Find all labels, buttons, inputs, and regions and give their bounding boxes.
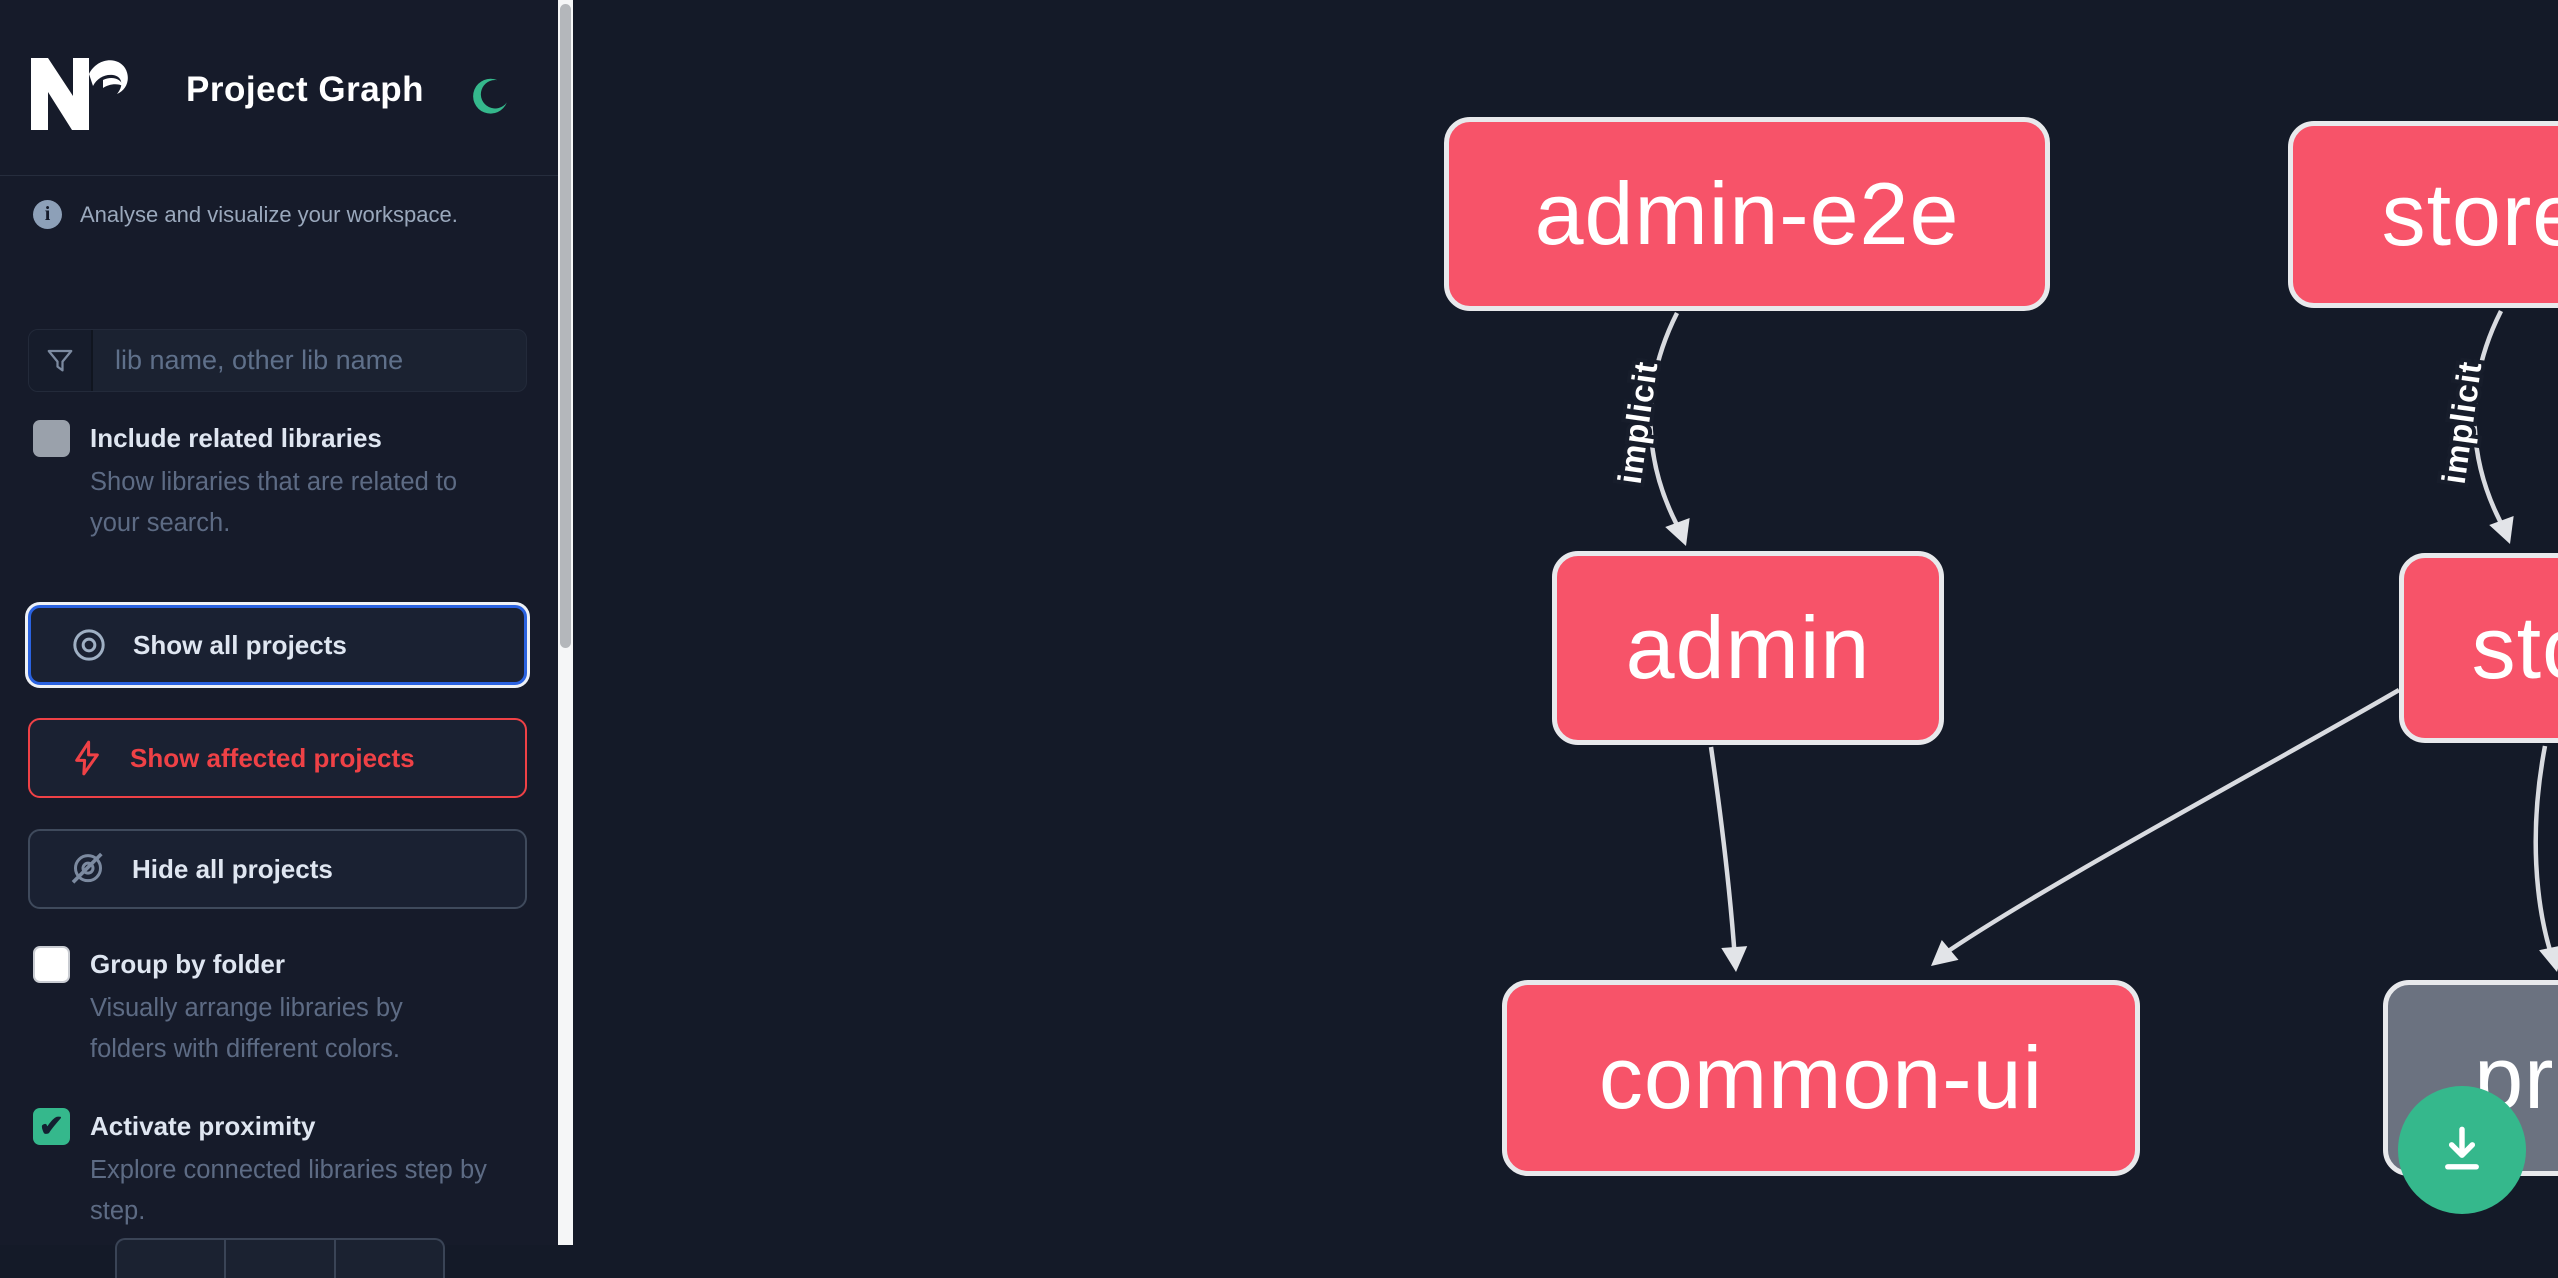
checkbox-group-by-folder[interactable]	[33, 946, 70, 983]
download-icon	[2431, 1119, 2493, 1181]
proximity-depth-control	[115, 1238, 445, 1278]
checkbox-include-related[interactable]	[33, 420, 70, 457]
toggle-description: Explore connected libraries step by step…	[90, 1150, 520, 1232]
eye-icon	[69, 625, 109, 665]
edge-store-common-ui	[1941, 690, 2399, 956]
eye-slash-icon	[68, 849, 108, 889]
info-icon: i	[33, 200, 62, 229]
button-label: Hide all projects	[132, 854, 333, 885]
nx-logo	[31, 56, 131, 132]
toggle-description: Show libraries that are related to your …	[90, 462, 502, 544]
hide-all-projects-button[interactable]: Hide all projects	[28, 829, 527, 909]
node-label: admin-e2e	[1535, 163, 1960, 265]
show-all-projects-button[interactable]: Show all projects	[28, 605, 527, 685]
sidebar-scrollbar-track[interactable]	[558, 0, 573, 1245]
arrowhead	[2539, 945, 2558, 975]
graph-canvas[interactable]: implicit implicit admin-e2e store-e2e ad…	[573, 0, 2558, 1245]
node-label: common-ui	[1599, 1027, 2043, 1129]
arrowhead	[1721, 946, 1749, 973]
proximity-decrement-button[interactable]	[117, 1240, 226, 1278]
tagline: Analyse and visualize your workspace.	[80, 202, 458, 228]
node-label: admin	[1626, 597, 1871, 699]
arrowhead	[2489, 516, 2522, 548]
edge-store-products	[2536, 746, 2553, 960]
graph-node-admin[interactable]: admin	[1552, 551, 1944, 745]
edge-label-implicit: implicit	[2435, 359, 2489, 486]
bolt-icon	[68, 739, 106, 777]
toggle-label: Activate proximity	[90, 1111, 315, 1141]
toggle-activate-proximity[interactable]: ✔ Activate proximity Explore connected l…	[33, 1108, 510, 1232]
toggle-group-by-folder[interactable]: Group by folder Visually arrange librari…	[33, 946, 510, 1070]
workspace-info: i Analyse and visualize your workspace.	[33, 200, 458, 229]
filter-search	[28, 329, 527, 392]
toggle-label: Include related libraries	[90, 423, 382, 453]
node-label: store-e2e	[2382, 164, 2558, 266]
show-affected-projects-button[interactable]: Show affected projects	[28, 718, 527, 798]
graph-node-common-ui[interactable]: common-ui	[1502, 980, 2140, 1176]
node-label: store	[2472, 597, 2558, 699]
edge-admin-common-ui	[1711, 747, 1735, 960]
proximity-value	[226, 1240, 335, 1278]
checkbox-activate-proximity[interactable]: ✔	[33, 1108, 70, 1145]
page-title: Project Graph	[186, 70, 424, 110]
button-label: Show affected projects	[130, 743, 415, 774]
toggle-description: Visually arrange libraries by folders wi…	[90, 988, 480, 1070]
search-input[interactable]	[93, 330, 526, 391]
graph-node-admin-e2e[interactable]: admin-e2e	[1444, 117, 2050, 311]
arrowhead	[1923, 940, 1959, 976]
download-image-button[interactable]	[2398, 1086, 2526, 1214]
edge-store-e2e-store	[2475, 311, 2507, 534]
proximity-increment-button[interactable]	[336, 1240, 443, 1278]
edge-admin-e2e-admin	[1651, 313, 1683, 536]
graph-node-store-e2e[interactable]: store-e2e	[2288, 121, 2558, 308]
sidebar: Project Graph i Analyse and visualize yo…	[0, 0, 558, 1245]
toggle-include-related[interactable]: Include related libraries Show libraries…	[33, 420, 510, 544]
funnel-icon	[29, 330, 93, 391]
sidebar-scrollbar-thumb[interactable]	[560, 4, 571, 648]
arrowhead	[1665, 518, 1698, 550]
moon-icon[interactable]	[472, 76, 510, 116]
sidebar-header: Project Graph	[0, 0, 558, 176]
graph-node-store[interactable]: store	[2399, 553, 2558, 743]
edge-label-implicit: implicit	[1611, 359, 1665, 486]
button-label: Show all projects	[133, 630, 347, 661]
toggle-label: Group by folder	[90, 949, 285, 979]
